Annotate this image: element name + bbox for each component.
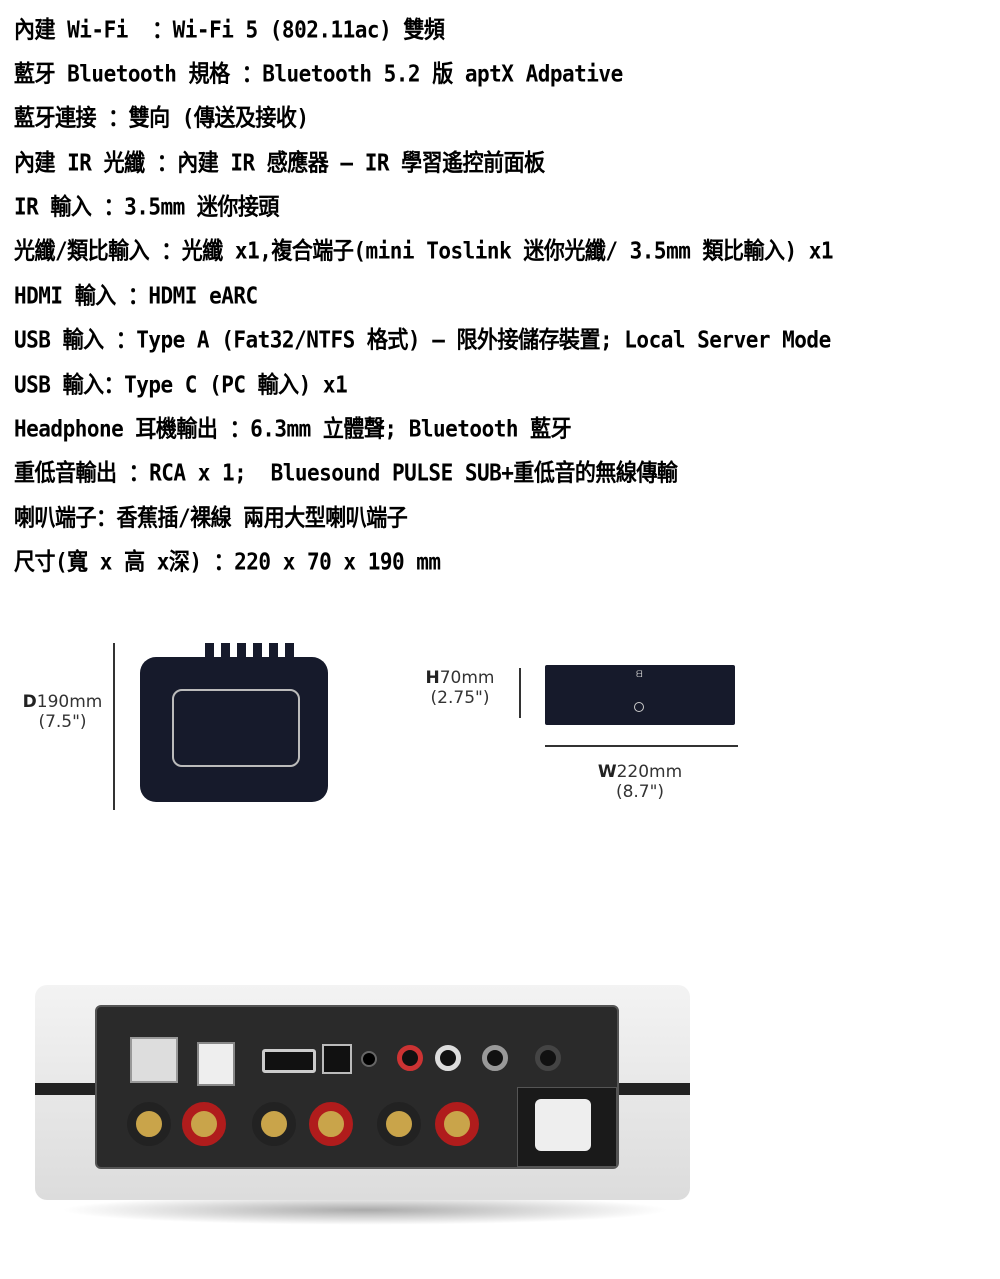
rca-right-icon [397, 1045, 423, 1071]
power-socket-icon [535, 1099, 591, 1151]
depth-label: D190mm (7.5") [15, 692, 110, 732]
hdmi-port-icon [262, 1049, 316, 1073]
width-inches: (8.7") [615, 782, 665, 802]
usb-port-icon [197, 1042, 235, 1086]
depth-line [113, 643, 115, 810]
spec-wifi: 內建 Wi-Fi ：Wi-Fi 5 (802.11ac) 雙頻 [14, 16, 445, 43]
depth-letter: D [22, 692, 37, 712]
spec-size: 尺寸(寬 x 高 x深) ：220 x 70 x 190 mm [14, 548, 441, 575]
depth-inches: (7.5") [38, 712, 87, 732]
height-inches: (2.75") [430, 688, 490, 708]
height-value: 70mm [439, 668, 495, 688]
height-label: H70mm (2.75") [415, 668, 505, 708]
spec-ir-input: IR 輸入 ：3.5mm 迷你接頭 [14, 193, 279, 220]
spec-bluetooth-connection: 藍牙連接 ：雙向 (傳送及接收) [14, 104, 309, 131]
width-line [545, 745, 738, 747]
width-value: 220mm [616, 762, 683, 782]
logo-icon: ᗺ [636, 670, 643, 680]
speaker-terminal-icon [127, 1102, 171, 1146]
depth-value: 190mm [36, 692, 103, 712]
spec-subwoofer: 重低音輸出 ：RCA x 1; Bluesound PULSE SUB+重低音的… [14, 459, 678, 486]
spec-bluetooth-version: 藍牙 Bluetooth 規格 ：Bluetooth 5.2 版 aptX Ad… [14, 60, 623, 87]
rca-left-icon [435, 1045, 461, 1071]
height-line [519, 668, 521, 718]
spec-usb-a: USB 輸入 ：Type A (Fat32/NTFS 格式) – 限外接儲存裝置… [14, 326, 831, 353]
spec-usb-c: USB 輸入：Type C (PC 輸入) x1 [14, 371, 348, 398]
ethernet-port-icon [130, 1037, 178, 1083]
speaker-terminal-icon [435, 1102, 479, 1146]
optical-port-icon [322, 1044, 352, 1074]
device-top-view [140, 657, 328, 802]
height-letter: H [425, 668, 440, 688]
width-letter: W [597, 762, 617, 782]
device-front-view: ᗺ [545, 665, 735, 725]
spec-hdmi: HDMI 輸入 ：HDMI eARC [14, 282, 258, 309]
headphone-jack-icon [634, 702, 644, 712]
port-tab [285, 643, 294, 659]
speaker-terminal-icon [377, 1102, 421, 1146]
headphone-jack-icon [535, 1045, 561, 1071]
top-panel-outline [172, 689, 300, 767]
spec-speaker-terminals: 喇叭端子：香蕉插/裸線 兩用大型喇叭端子 [14, 504, 408, 531]
speaker-terminal-icon [182, 1102, 226, 1146]
spec-headphone: Headphone 耳機輸出 ：6.3mm 立體聲; Bluetooth 藍牙 [14, 415, 572, 442]
port-tab [237, 643, 246, 659]
spec-ir: 內建 IR 光纖 ：內建 IR 感應器 – IR 學習遙控前面板 [14, 149, 545, 176]
port-tab [253, 643, 262, 659]
spec-optical-analog: 光纖/類比輸入 ：光纖 x1,複合端子(mini Toslink 迷你光纖/ 3… [14, 237, 834, 264]
width-label: W220mm (8.7") [590, 762, 690, 802]
speaker-terminal-icon [252, 1102, 296, 1146]
shadow [60, 1195, 670, 1225]
port-tab [221, 643, 230, 659]
subwoofer-out-icon [482, 1045, 508, 1071]
rear-panel [95, 1005, 619, 1169]
port-tab [269, 643, 278, 659]
speaker-terminal-icon [309, 1102, 353, 1146]
port-tab [205, 643, 214, 659]
ir-jack-icon [361, 1051, 377, 1067]
